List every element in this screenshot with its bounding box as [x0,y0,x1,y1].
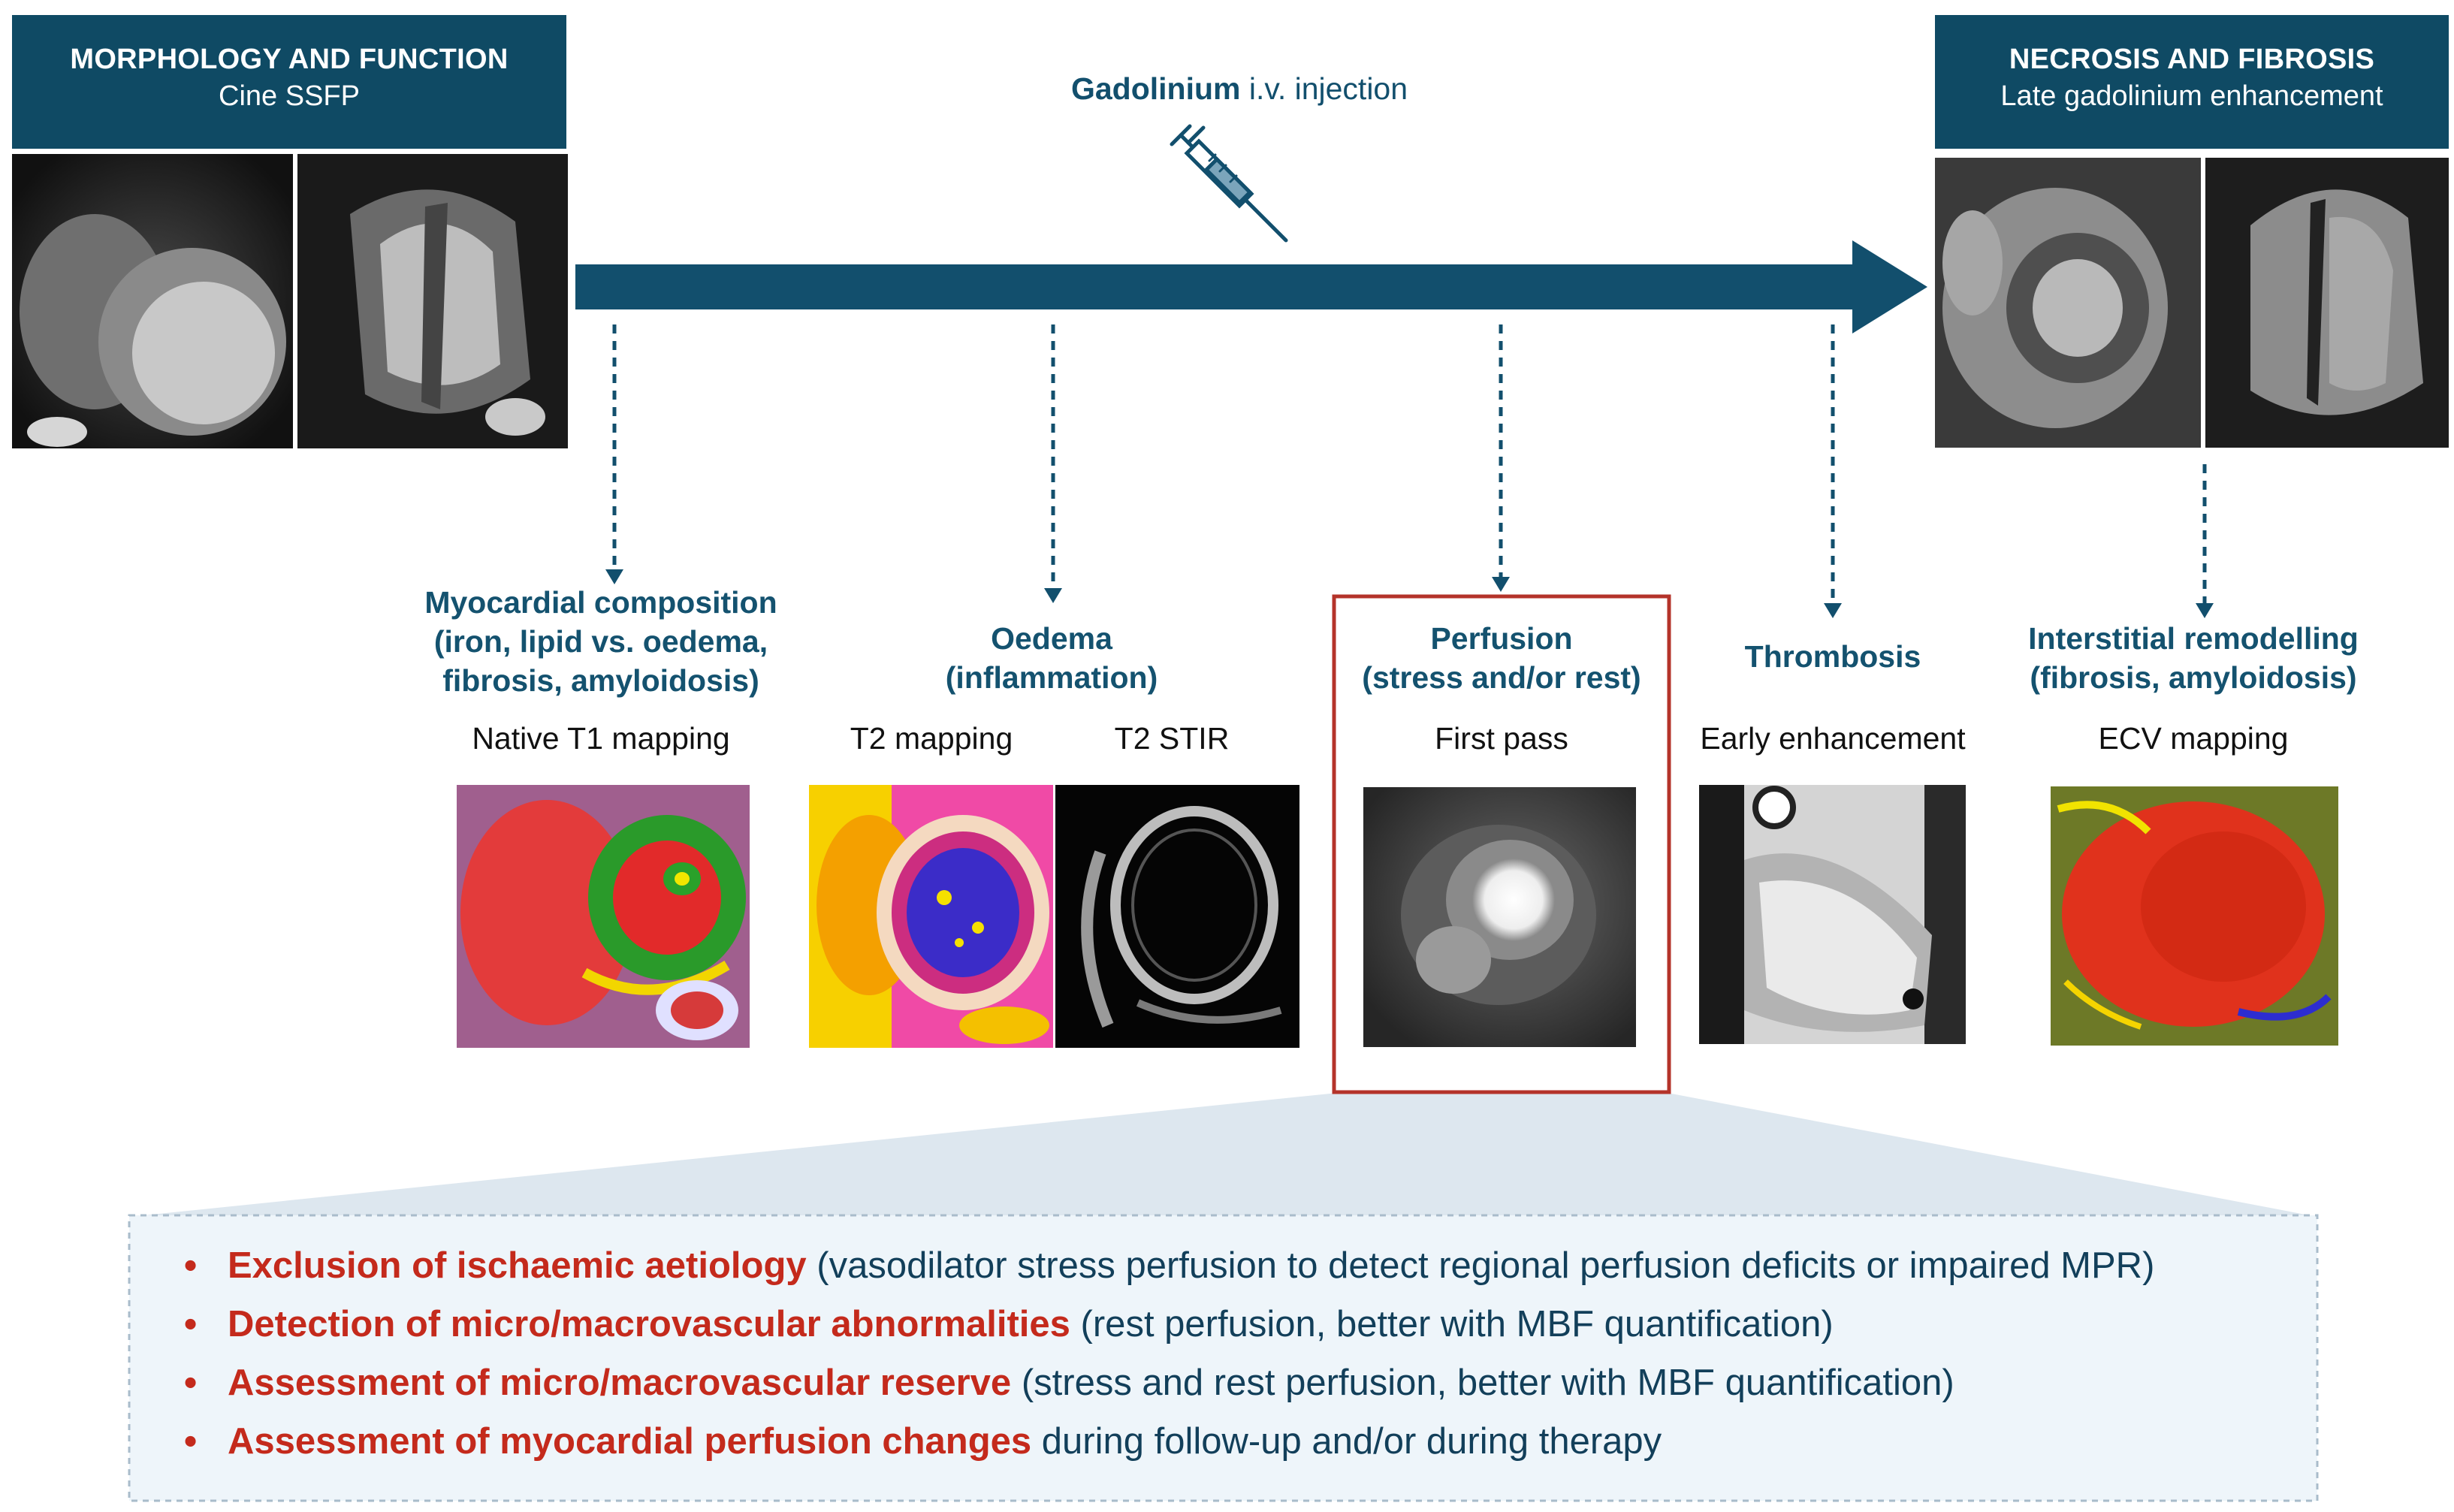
section-title-line: Interstitial remodelling [2028,621,2359,656]
section-title-line: (iron, lipid vs. oedema, [433,624,768,659]
t2-stir-image [1055,785,1299,1048]
section-title-interstitial-remodelling: Interstitial remodelling (fibrosis, amyl… [1983,619,2404,697]
section-title-line: (inflammation) [945,660,1158,695]
lge-long-axis-image [2205,158,2449,448]
bullet-bold: Exclusion of ischaemic aetiology [228,1245,807,1286]
section-title-perfusion: Perfusion (stress and/or rest) [1334,619,1669,697]
callout-bullets: • Exclusion of ischaemic aetiology (vasod… [184,1236,2154,1471]
section-title-line: (stress and/or rest) [1362,660,1641,695]
early-enhancement-image [1699,785,1966,1044]
gadolinium-label: Gadolinium i.v. injection [976,71,1502,107]
label-t2-mapping: T2 mapping [850,721,1013,756]
bullet-bold: Assessment of myocardial perfusion chang… [228,1421,1032,1462]
label-ecv-mapping: ECV mapping [2098,721,2289,756]
morphology-header-title: MORPHOLOGY AND FUNCTION [70,44,509,75]
bullet-rest: (vasodilator stress perfusion to detect … [806,1245,2155,1286]
dotted-connectors [612,324,2207,605]
syringe-icon [1170,124,1288,243]
t2-map-image [809,785,1053,1048]
cine-short-axis-image [12,154,293,448]
section-title-line: fibrosis, amyloidosis) [442,663,759,698]
section-title-line: Oedema [991,621,1112,656]
necrosis-header-title: NECROSIS AND FIBROSIS [2009,44,2375,75]
bullet-bold: Assessment of micro/macrovascular reserv… [228,1363,1012,1403]
callout-wedge [129,1093,2317,1217]
gadolinium-bold: Gadolinium [1070,71,1241,106]
necrosis-header: NECROSIS AND FIBROSIS Late gadolinium en… [1935,15,2449,149]
section-title-thrombosis: Thrombosis [1683,637,1983,676]
ecv-map-image [2051,786,2338,1046]
label-early-enhancement: Early enhancement [1700,721,1966,756]
bullet-item: • Assessment of myocardial perfusion chan… [184,1412,2154,1471]
section-title-myocardial-composition: Myocardial composition (iron, lipid vs. … [391,583,811,700]
label-native-t1: Native T1 mapping [472,721,730,756]
section-title-line: (fibrosis, amyloidosis) [2030,660,2357,695]
gadolinium-rest: i.v. injection [1240,71,1408,106]
perfusion-highlight-frame [1332,594,1671,1094]
connector-arrowheads [605,569,2214,618]
timeline-arrow [575,240,1927,333]
first-pass-perfusion-image [1363,787,1636,1047]
bullet-rest: (stress and rest perfusion, better with … [1011,1363,1954,1403]
necrosis-header-subtitle: Late gadolinium enhancement [2000,80,2383,112]
label-t2-stir: T2 STIR [1114,721,1230,756]
section-title-line: Myocardial composition [424,585,777,620]
lge-short-axis-image [1935,158,2201,448]
bullet-rest: (rest perfusion, better with MBF quantif… [1070,1304,1834,1345]
bullet-dot: • [184,1363,198,1403]
bullet-item: • Detection of micro/macrovascular abnorm… [184,1295,2154,1354]
cine-long-axis-image [297,154,568,448]
bullet-dot: • [184,1245,198,1286]
bullet-dot: • [184,1304,198,1345]
bullet-item: • Exclusion of ischaemic aetiology (vasod… [184,1236,2154,1295]
morphology-header-subtitle: Cine SSFP [219,80,360,112]
callout-panel [128,1214,2319,1502]
label-first-pass: First pass [1435,721,1568,756]
morphology-header: MORPHOLOGY AND FUNCTION Cine SSFP [12,15,566,149]
bullet-dot: • [184,1421,198,1462]
bullet-rest: during follow-up and/or during therapy [1031,1421,1662,1462]
bullet-item: • Assessment of micro/macrovascular reser… [184,1354,2154,1412]
bullet-bold: Detection of micro/macrovascular abnorma… [228,1304,1070,1345]
section-title-oedema: Oedema (inflammation) [864,619,1239,697]
section-title-line: Perfusion [1430,621,1573,656]
section-title-line: Thrombosis [1744,639,1921,674]
native-t1-map-image [457,785,750,1048]
